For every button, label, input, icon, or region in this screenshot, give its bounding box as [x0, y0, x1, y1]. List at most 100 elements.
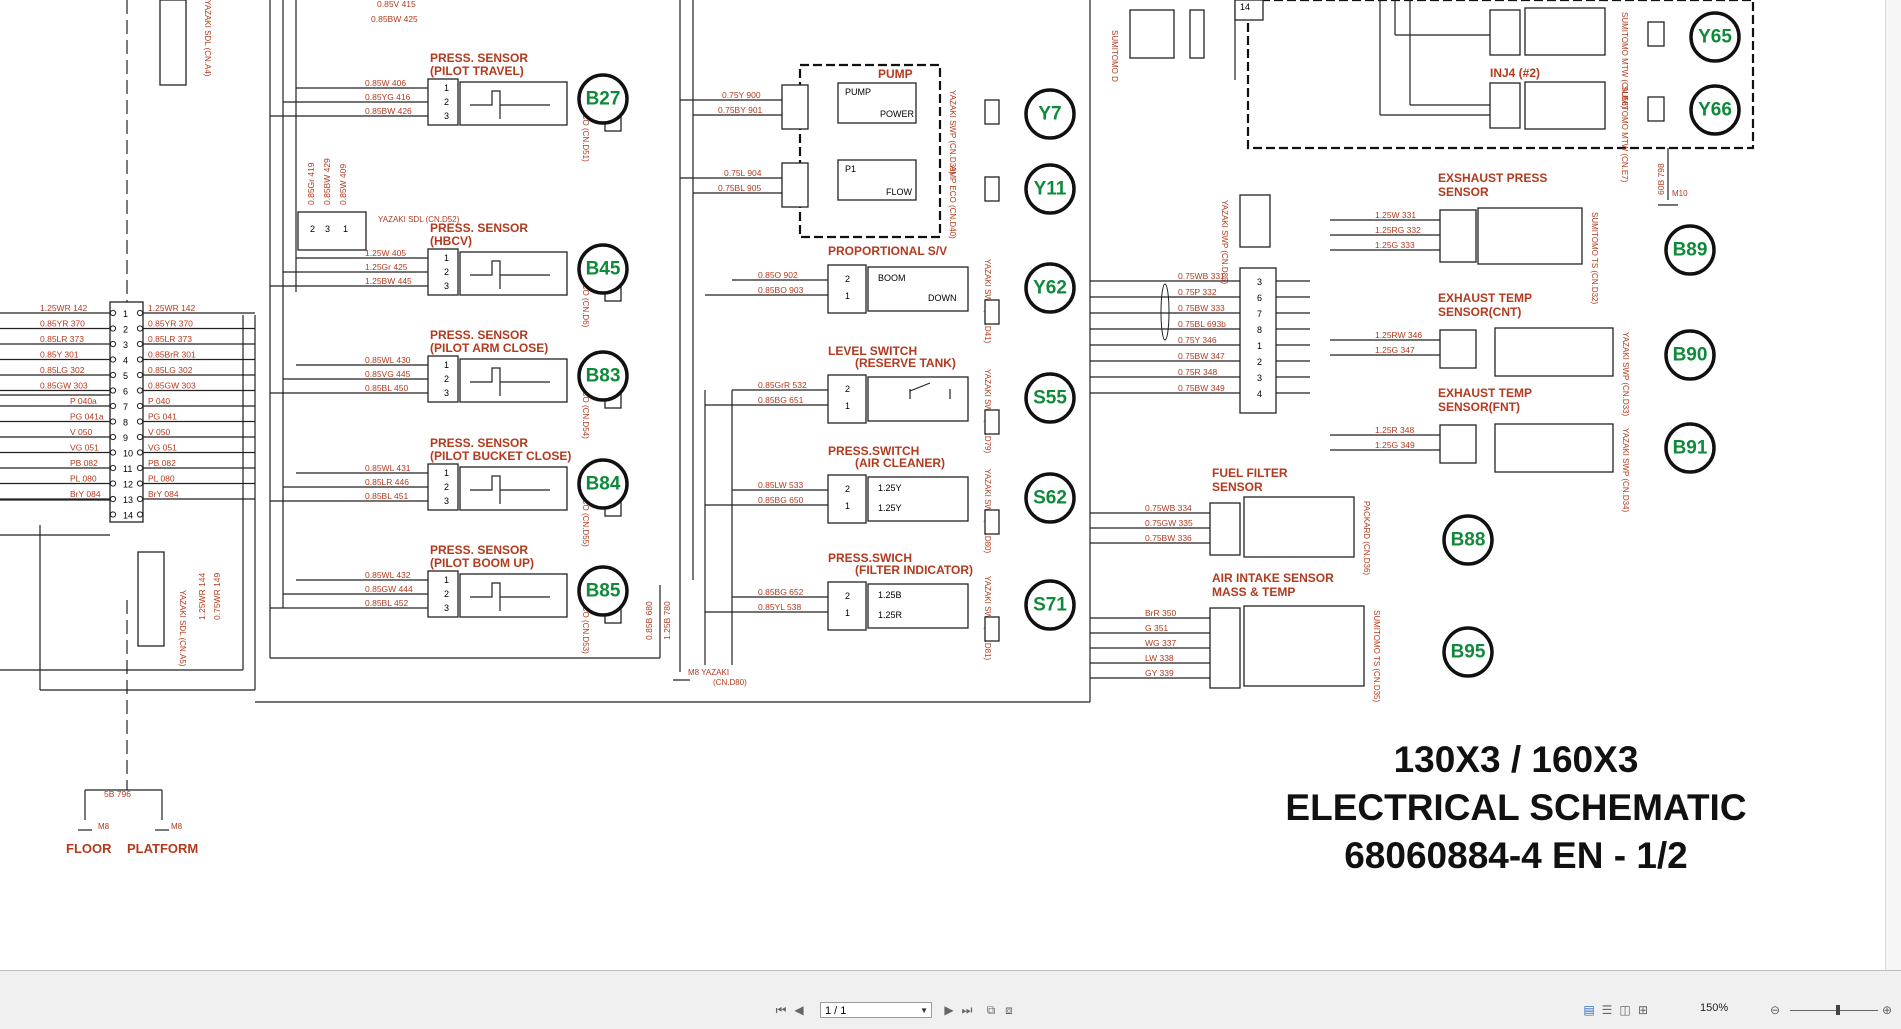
pressure-sensor-group: PRESS. SENSOR(PILOT TRAVEL)10.85W 40620.…	[270, 51, 629, 654]
valve-inner-S71-1: 1.25R	[878, 610, 903, 620]
page-dropdown-icon[interactable]: ▼	[920, 1006, 928, 1015]
rsensor-wire-B95-4: GY 339	[1145, 668, 1174, 678]
sensor-subtitle-B27: (PILOT TRAVEL)	[430, 64, 524, 78]
badge-Y11: Y11	[1024, 163, 1076, 215]
pump-wire-1: 0.75BY 901	[718, 105, 763, 115]
ground-symbols: 5B 796 M8 M8 FLOOR PLATFORM M8 YAZAKI (C…	[66, 0, 747, 856]
right-conn-wire-2: 0.75BW 333	[1178, 303, 1225, 313]
svg-text:S62: S62	[1033, 488, 1067, 509]
sensor-title-B84: PRESS. SENSOR	[430, 436, 528, 450]
rotate-page-icon[interactable]: ⧈	[1005, 1003, 1013, 1017]
left-wire-in-2: 0.85LR 373	[40, 334, 84, 344]
doc-title-1: 130X3 / 160X3	[1394, 739, 1639, 780]
rsensor-wire-B91-0: 1.25R 348	[1375, 425, 1414, 435]
svg-text:3: 3	[325, 224, 330, 234]
sensor-subtitle-B45: (HBCV)	[430, 234, 472, 248]
valve-wire-S71-0: 0.85BG 652	[758, 587, 804, 597]
left-wire-out-8: V 050	[148, 427, 170, 437]
svg-text:2: 2	[444, 267, 449, 277]
facing-view-icon[interactable]: ⊞	[1637, 1003, 1649, 1017]
zoom-slider-knob[interactable]	[1836, 1005, 1840, 1015]
single-page-view-icon[interactable]: ▤	[1583, 1003, 1595, 1017]
valve-wire-S55-1: 0.85BG 651	[758, 395, 804, 405]
vertical-scrollbar[interactable]	[1885, 0, 1901, 970]
sensor-subtitle-B83: (PILOT ARM CLOSE)	[430, 341, 548, 355]
valve-wire-S62-0: 0.85LW 533	[758, 480, 803, 490]
page-number-field[interactable]: 1 / 1▼	[820, 1002, 932, 1018]
ground-m8-yazaki: M8 YAZAKI	[688, 668, 729, 677]
title-block: 130X3 / 160X3 ELECTRICAL SCHEMATIC 68060…	[1285, 739, 1746, 876]
zoom-in-icon[interactable]: ⊕	[1881, 1003, 1893, 1017]
badge-B91: B91	[1664, 422, 1716, 474]
zoom-slider[interactable]	[1790, 1005, 1878, 1015]
rsensor-conn-B89: SUMITOMO TS (CN.D32)	[1590, 212, 1599, 304]
svg-text:1: 1	[845, 291, 850, 301]
sensor-wire-B83-1: 0.85VG 445	[365, 369, 411, 379]
injector-group: 14 INJ4 (#2) SUMITOMO MTW (CN.E6) SUMITO…	[1110, 0, 1755, 206]
rsensor-subtitle-B88: SENSOR	[1212, 480, 1263, 494]
valve-title-S55: LEVEL SWITCH	[828, 344, 917, 358]
pump-group: PUMP PUMP POWER 0.75Y 900 0.75BY 901 P1 …	[680, 63, 1076, 239]
page-nav-controls: ⏮ ◀	[772, 1001, 808, 1019]
next-page-icon[interactable]: ▶	[944, 1003, 954, 1017]
svg-text:1: 1	[444, 468, 449, 478]
sensor-subtitle-B84: (PILOT BUCKET CLOSE)	[430, 449, 571, 463]
svg-text:2: 2	[444, 482, 449, 492]
svg-text:B95: B95	[1451, 642, 1486, 663]
extra-wire-149: 0.75WR 149	[212, 572, 222, 620]
inj-conn-d10: SUMITOMO D	[1110, 30, 1119, 82]
zoom-in-button[interactable]: ⊕	[1880, 1001, 1894, 1019]
ground-m10: M10	[1672, 189, 1688, 198]
left-wire-in-1: 0.85YR 370	[40, 319, 85, 329]
svg-text:3: 3	[444, 111, 449, 121]
two-page-view-icon[interactable]: ◫	[1619, 1003, 1631, 1017]
left-wire-out-5: 0.85GW 303	[148, 381, 196, 391]
badge-S55: S55	[1024, 372, 1076, 424]
sensor-title-B27: PRESS. SENSOR	[430, 51, 528, 65]
left-pin-9: 9	[123, 433, 128, 443]
svg-text:3: 3	[444, 603, 449, 613]
mid-connector-label: YAZAKI SDL (CN.D52)	[378, 215, 460, 224]
svg-text:Y66: Y66	[1698, 100, 1732, 121]
rsensor-wire-B90-1: 1.25G 347	[1375, 345, 1415, 355]
valve-subtitle-S62: (AIR CLEANER)	[855, 456, 945, 470]
svg-text:2: 2	[845, 591, 850, 601]
rsensor-wire-B88-2: 0.75BW 336	[1145, 533, 1192, 543]
svg-text:14: 14	[1240, 2, 1250, 12]
svg-text:3: 3	[444, 281, 449, 291]
right-pin-3: 8	[1257, 325, 1262, 335]
top-connector-label: YAZAKI SDL (CN.A4)	[203, 0, 212, 77]
rsensor-wire-B88-1: 0.75GW 335	[1145, 518, 1193, 528]
prev-page-icon[interactable]: ◀	[794, 1003, 804, 1017]
copy-page-icon[interactable]: ⧉	[986, 1003, 996, 1017]
sensor-wire-B85-0: 0.85WL 432	[365, 570, 411, 580]
valve-title-S62: PRESS.SWITCH	[828, 444, 919, 458]
badge-S62: S62	[1024, 472, 1076, 524]
svg-text:B85: B85	[586, 581, 621, 602]
svg-text:B88: B88	[1451, 530, 1486, 551]
right-conn-wire-7: 0.75BW 349	[1178, 383, 1225, 393]
y65-conn: SUMITOMO MTW (CN.E6)	[1620, 12, 1629, 109]
zoom-level[interactable]: 150%	[1700, 1002, 1729, 1014]
svg-text:2: 2	[444, 97, 449, 107]
first-page-icon[interactable]: ⏮	[775, 1003, 787, 1017]
ground-cn-d80: (CN.D80)	[713, 678, 747, 687]
zoom-out-button[interactable]: ⊖	[1766, 1001, 1784, 1019]
badge-B85: B85	[577, 565, 629, 617]
continuous-view-icon[interactable]: ☰	[1601, 1003, 1613, 1017]
svg-text:Y62: Y62	[1033, 278, 1067, 299]
left-wire-in-6: P 040a	[70, 396, 97, 406]
rsensor-subtitle-B91: SENSOR(FNT)	[1438, 400, 1520, 414]
sensor-conn-B45: AMP ECO (CN.D6)	[581, 259, 590, 328]
badge-B84: B84	[577, 458, 629, 510]
zoom-out-icon[interactable]: ⊖	[1769, 1003, 1781, 1017]
sensor-wire-B84-0: 0.85WL 431	[365, 463, 411, 473]
svg-text:B84: B84	[586, 474, 621, 495]
valve-wire-Y62-0: 0.85O 902	[758, 270, 798, 280]
left-pin-14: 14	[123, 511, 133, 521]
badge-B90: B90	[1664, 329, 1716, 381]
left-wire-in-9: VG 051	[70, 443, 99, 453]
last-page-icon[interactable]: ⏭	[961, 1003, 973, 1017]
left-wire-in-5: 0.85GW 303	[40, 381, 88, 391]
rsensor-wire-B89-2: 1.25G 333	[1375, 240, 1415, 250]
